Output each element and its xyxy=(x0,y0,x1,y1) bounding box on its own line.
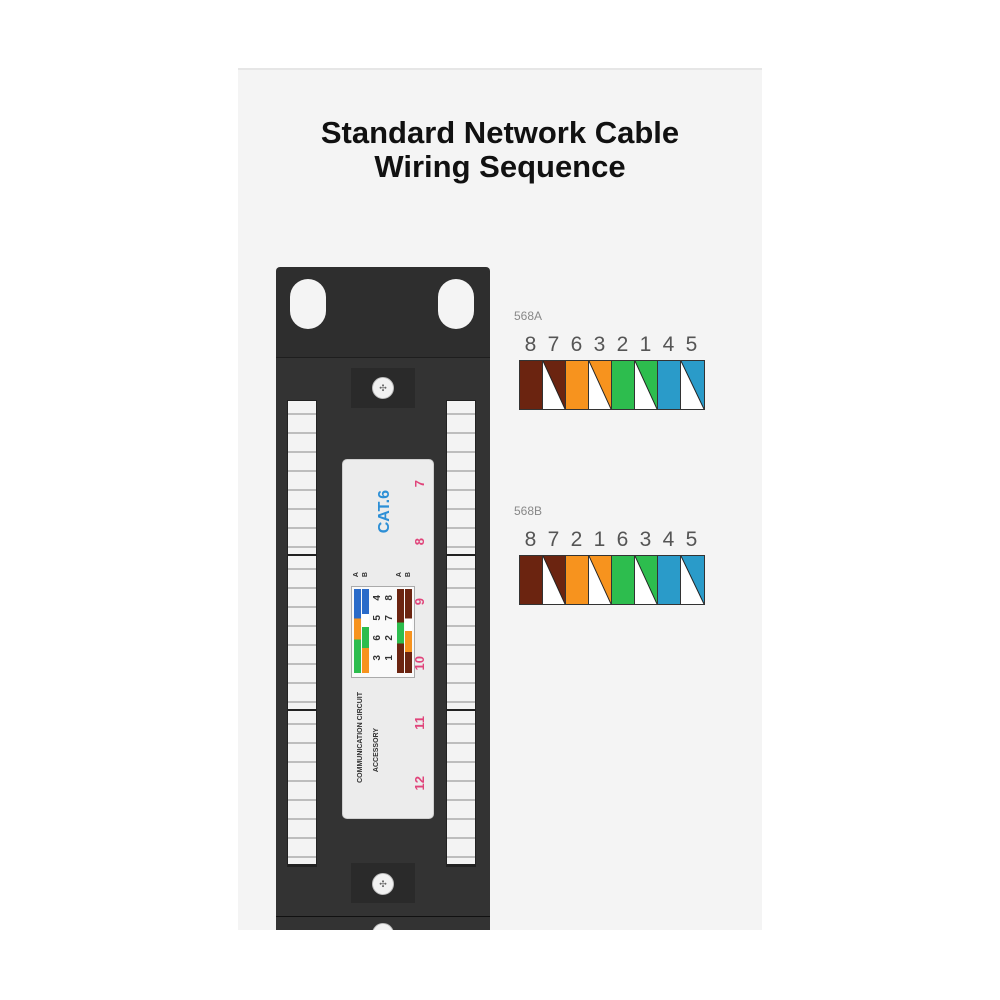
label-text-line-2: ACCESSORY xyxy=(373,728,380,773)
standard-name: 568B xyxy=(514,504,543,518)
pin-number: 5 xyxy=(685,528,698,551)
screw-mount-top: ✣ xyxy=(351,368,415,408)
wire-orange-white xyxy=(589,361,612,409)
wire-green xyxy=(612,361,635,409)
category-label: CAT.6 xyxy=(376,490,393,534)
pin-number: 8 xyxy=(524,528,537,551)
ab-label-b: B xyxy=(362,572,369,578)
pin-number: 4 xyxy=(662,333,675,356)
pin-number: 3 xyxy=(593,333,606,356)
mounting-hole-right xyxy=(438,279,474,329)
port-number: 12 xyxy=(412,776,427,791)
wire-orange-white xyxy=(589,556,612,604)
wire-brown-white xyxy=(543,556,566,604)
wire-orange xyxy=(566,556,589,604)
wire-blue xyxy=(658,556,681,604)
label-text-line-1: COMMUNICATION CIRCUIT xyxy=(357,692,364,783)
pin-number: 2 xyxy=(570,528,583,551)
port-number: 11 xyxy=(412,716,427,730)
pin-number: 1 xyxy=(593,528,606,551)
wire-pin: 2 xyxy=(384,635,395,641)
pin-number: 1 xyxy=(639,333,652,356)
wire-pin: 7 xyxy=(384,615,395,621)
wire-pin: 5 xyxy=(372,615,383,621)
wire-orange xyxy=(566,361,589,409)
pin-number: 7 xyxy=(547,528,560,551)
pin-number: 4 xyxy=(662,528,675,551)
port-label-card: CAT.6 7 8 9 10 11 12 A B A B 4 5 6 3 8 xyxy=(342,459,434,819)
screw-icon: ✣ xyxy=(372,873,394,895)
wire-brown xyxy=(520,361,543,409)
ab-label-a: A xyxy=(353,572,360,578)
standard-name: 568A xyxy=(514,309,543,323)
wire-blue-white xyxy=(681,361,704,409)
wiring-diagram-mini: 4 5 6 3 8 7 2 1 xyxy=(351,586,415,678)
pin-number: 7 xyxy=(547,333,560,356)
screw-icon: ✣ xyxy=(372,377,394,399)
pin-number: 6 xyxy=(616,528,629,551)
pin-number: 3 xyxy=(639,528,652,551)
mounting-hole-left xyxy=(290,279,326,329)
wire-green xyxy=(612,556,635,604)
wire-pin: 1 xyxy=(384,655,395,661)
wire-green-white xyxy=(635,556,658,604)
wire-pin: 6 xyxy=(372,635,383,641)
port-number: 7 xyxy=(412,480,427,488)
pin-number: 6 xyxy=(570,333,583,356)
color-sequence-bar xyxy=(519,555,705,605)
ab-label-a: A xyxy=(396,572,403,578)
title-line-1: Standard Network Cable xyxy=(320,115,680,150)
wire-blue xyxy=(658,361,681,409)
panel-body: ✣ ✣ ✣ xyxy=(276,357,490,930)
color-sequence-bar xyxy=(519,360,705,410)
wiring-panel: Standard Network Cable Wiring Sequence ✣… xyxy=(238,68,762,930)
screw-mount-bottom: ✣ xyxy=(351,863,415,903)
mounting-bracket xyxy=(276,267,490,357)
wire-blue-white xyxy=(681,556,704,604)
title-line-2: Wiring Sequence xyxy=(374,149,626,184)
wire-green-white xyxy=(635,361,658,409)
patch-panel-image: ✣ ✣ ✣ CAT.6 7 8 9 10 11 12 A xyxy=(276,267,490,930)
pin-number: 2 xyxy=(616,333,629,356)
punchdown-strip-left xyxy=(287,400,317,867)
screw-icon: ✣ xyxy=(372,923,394,930)
page-title: Standard Network Cable Wiring Sequence xyxy=(238,116,762,184)
wire-pin: 8 xyxy=(384,595,395,601)
ab-label-b: B xyxy=(405,572,412,578)
wire-pin: 3 xyxy=(372,655,383,661)
wire-pin: 4 xyxy=(372,595,383,601)
wire-brown xyxy=(520,556,543,604)
punchdown-strip-right xyxy=(446,400,476,867)
wire-brown-white xyxy=(543,361,566,409)
port-number: 8 xyxy=(412,538,427,546)
pin-number: 8 xyxy=(524,333,537,356)
pin-number: 5 xyxy=(685,333,698,356)
